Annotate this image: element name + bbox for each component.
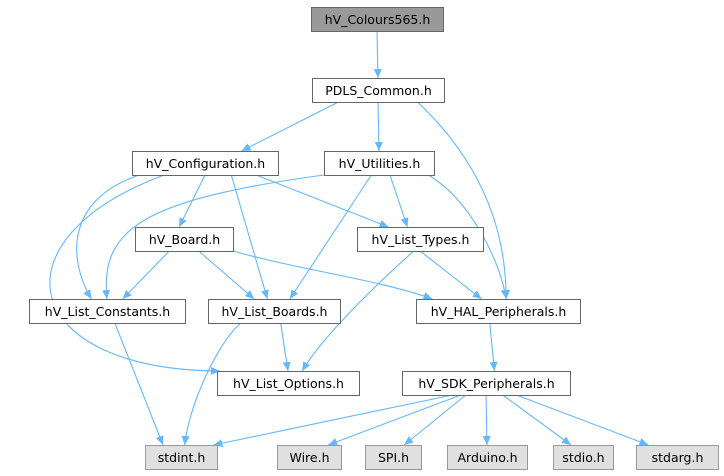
node-box-configuration (132, 151, 279, 176)
edge-sdk_peripherals-to-arduino (482, 394, 491, 446)
node-box-wire (277, 445, 342, 470)
edge-hal_peripherals-to-sdk_peripherals (489, 322, 498, 372)
node-label-colours565: hV_Colours565.h (325, 12, 431, 27)
node-label-list_options: hV_List_Options.h (233, 376, 344, 391)
edge-pdls_common-to-hal_peripherals (417, 101, 511, 300)
edge-utilities-to-list_boards (289, 174, 372, 300)
node-box-hal_peripherals (416, 299, 581, 324)
edge-board-to-list_boards (198, 250, 255, 300)
node-label-stdio: stdio.h (562, 450, 604, 465)
node-list_types[interactable]: hV_List_Types.h (357, 227, 484, 252)
node-utilities[interactable]: hV_Utilities.h (324, 151, 435, 176)
node-box-list_constants (29, 299, 186, 324)
node-label-sdk_peripherals: hV_SDK_Peripherals.h (418, 376, 554, 391)
node-arduino: Arduino.h (447, 445, 528, 470)
node-list_boards[interactable]: hV_List_Boards.h (208, 299, 341, 324)
node-box-list_boards (208, 299, 341, 324)
node-label-list_constants: hV_List_Constants.h (45, 304, 170, 319)
node-colours565[interactable]: hV_Colours565.h (311, 7, 444, 32)
node-spi: SPI.h (365, 445, 422, 470)
edge-board-to-list_constants (122, 250, 170, 300)
node-configuration[interactable]: hV_Configuration.h (132, 151, 279, 176)
node-stdio: stdio.h (553, 445, 614, 470)
node-label-board: hV_Board.h (149, 232, 220, 247)
node-box-colours565 (311, 7, 444, 32)
edge-pdls_common-to-configuration (241, 101, 339, 152)
node-box-pdls_common (312, 78, 445, 103)
edge-configuration-to-list_options (49, 174, 220, 375)
node-stdarg: stdarg.h (636, 445, 719, 470)
edge-list_boards-to-list_options (280, 322, 291, 372)
node-board[interactable]: hV_Board.h (135, 227, 234, 252)
edge-configuration-to-list_types (255, 174, 389, 228)
edge-list_boards-to-stdint (181, 322, 242, 446)
edge-sdk_peripherals-to-wire (328, 394, 461, 446)
edge-list_types-to-list_options (301, 250, 415, 372)
node-hal_peripherals[interactable]: hV_HAL_Peripherals.h (416, 299, 581, 324)
edge-list_constants-to-stdint (114, 322, 164, 446)
node-box-board (135, 227, 234, 252)
edge-list_types-to-hal_peripherals (419, 250, 482, 300)
edge-utilities-to-list_constants (102, 174, 325, 300)
node-label-utilities: hV_Utilities.h (339, 156, 421, 171)
node-box-stdarg (636, 445, 719, 470)
node-label-wire: Wire.h (289, 450, 329, 465)
node-list_options[interactable]: hV_List_Options.h (217, 371, 360, 396)
node-label-arduino: Arduino.h (457, 450, 517, 465)
node-sdk_peripherals[interactable]: hV_SDK_Peripherals.h (402, 371, 571, 396)
node-stdint: stdint.h (145, 445, 218, 470)
edge-colours565-to-pdls_common (373, 30, 382, 79)
node-label-stdint: stdint.h (158, 450, 206, 465)
node-label-stdarg: stdarg.h (652, 450, 704, 465)
edge-sdk_peripherals-to-stdarg (516, 394, 649, 446)
node-box-stdio (553, 445, 614, 470)
node-list_constants[interactable]: hV_List_Constants.h (29, 299, 186, 324)
node-label-configuration: hV_Configuration.h (146, 156, 265, 171)
node-label-list_types: hV_List_Types.h (372, 232, 470, 247)
node-label-pdls_common: PDLS_Common.h (325, 83, 432, 98)
edge-configuration-to-list_boards (230, 174, 269, 300)
node-box-spi (365, 445, 422, 470)
node-label-list_boards: hV_List_Boards.h (222, 304, 328, 319)
edge-sdk_peripherals-to-spi (403, 394, 467, 446)
node-label-spi: SPI.h (378, 450, 409, 465)
edge-sdk_peripherals-to-stdio (502, 394, 572, 446)
node-pdls_common[interactable]: PDLS_Common.h (312, 78, 445, 103)
node-wire: Wire.h (277, 445, 342, 470)
edge-pdls_common-to-utilities (374, 101, 383, 152)
node-label-hal_peripherals: hV_HAL_Peripherals.h (431, 304, 567, 319)
edge-sdk_peripherals-to-stdint (213, 394, 453, 448)
node-box-list_types (357, 227, 484, 252)
node-box-utilities (324, 151, 435, 176)
node-box-list_options (217, 371, 360, 396)
edge-utilities-to-list_types (389, 174, 409, 228)
edge-configuration-to-list_constants (76, 174, 140, 300)
edge-board-to-hal_peripherals (232, 250, 433, 300)
node-box-stdint (145, 445, 218, 470)
node-box-arduino (447, 445, 528, 470)
node-box-sdk_peripherals (402, 371, 571, 396)
